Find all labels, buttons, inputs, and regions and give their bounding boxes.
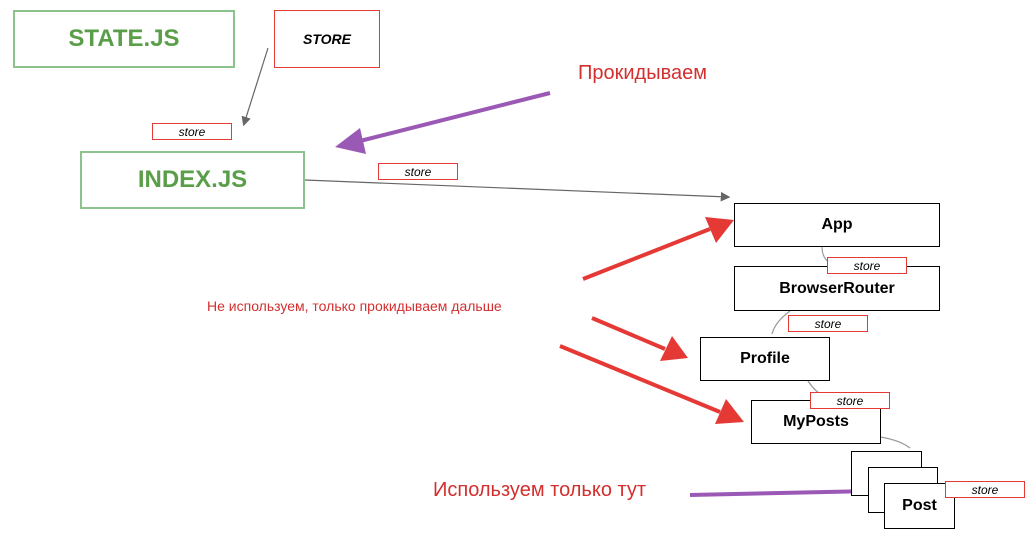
index-js-box: INDEX.JS [80, 151, 305, 209]
router-to-profile-connector [771, 310, 791, 335]
store-tag-myposts: store [810, 392, 890, 409]
myposts-to-post-connector [879, 436, 911, 449]
red-arrow-app [582, 227, 711, 281]
store-tag-app: store [378, 163, 458, 180]
red-arrow-myposts [559, 344, 721, 414]
store-tag-router: store [827, 257, 907, 274]
store-to-index-arrow [241, 47, 269, 127]
pass-through-label: Прокидываем [578, 62, 707, 84]
post-node: Post [884, 483, 955, 529]
store-box: STORE [274, 10, 380, 68]
store-tag-index: store [152, 123, 232, 140]
red-arrow-profile [591, 316, 666, 351]
state-js-box: STATE.JS [13, 10, 235, 68]
red-arrowhead-app [705, 217, 734, 243]
purple-arrow-index [359, 91, 551, 143]
red-arrowhead-myposts [715, 399, 744, 424]
used-here-label: Используем только тут [433, 479, 647, 501]
index-to-app-arrow [304, 179, 731, 202]
profile-node: Profile [700, 337, 830, 381]
app-node: App [734, 203, 940, 247]
store-tag-post: store [945, 481, 1025, 498]
red-arrowhead-profile [660, 336, 688, 361]
store-tag-profile: store [788, 315, 868, 332]
purple-arrowhead-index [335, 128, 366, 154]
not-used-label: Не используем, только прокидываем дальше [207, 298, 502, 314]
